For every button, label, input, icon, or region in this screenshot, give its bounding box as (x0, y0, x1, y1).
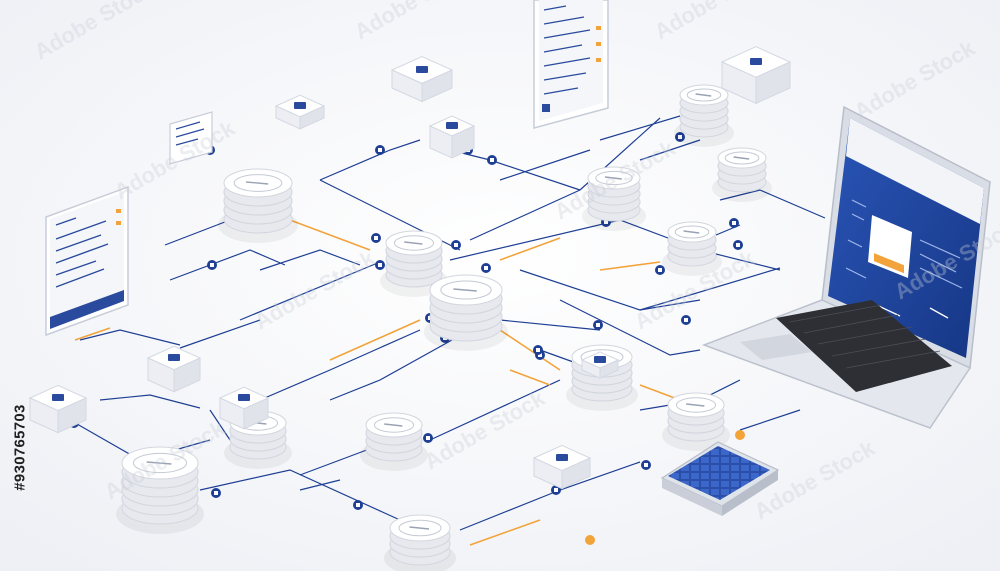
database-stack-icon (380, 230, 448, 297)
database-stack-icon (360, 412, 428, 471)
highlight-line (469, 519, 541, 546)
highlight-line (329, 319, 421, 361)
badge-glyph (596, 323, 600, 327)
link-line (79, 329, 181, 346)
badge-glyph (214, 491, 218, 495)
server-box-icon (390, 55, 454, 103)
badge-glyph (658, 268, 662, 272)
link-line (499, 149, 591, 181)
solar-panel-icon (660, 441, 780, 516)
link-line (639, 267, 781, 311)
database-stack-icon (116, 446, 204, 534)
link-line (164, 219, 231, 246)
link-line (99, 394, 201, 409)
badge-glyph (454, 243, 458, 247)
database-stack-icon (424, 274, 508, 351)
link-line (319, 139, 421, 181)
laptop-screen-panel (845, 199, 963, 319)
badge-glyph (644, 463, 648, 467)
link-line (179, 319, 261, 349)
badge-glyph (356, 503, 360, 507)
database-stack-icon (712, 147, 772, 202)
badge-glyph (732, 221, 736, 225)
badge-glyph (736, 243, 740, 247)
server-box-icon (274, 94, 326, 130)
link-line (469, 189, 581, 241)
server-box-icon (532, 444, 592, 490)
link-line (259, 249, 361, 271)
server-box-icon (28, 384, 88, 434)
database-stack-icon (582, 166, 646, 231)
database-stack-icon (662, 392, 730, 451)
server-box-icon (720, 46, 792, 105)
server-box-icon (218, 386, 270, 430)
highlight-line (599, 261, 661, 271)
database-stack-icon (674, 84, 734, 147)
server-boxes (28, 46, 792, 490)
badge-glyph (684, 318, 688, 322)
smartphone-top (533, 0, 609, 129)
link-line (559, 299, 701, 356)
database-stacks (116, 84, 772, 571)
badge-glyph (210, 263, 214, 267)
link-line (739, 409, 801, 431)
database-stack-icon (218, 168, 298, 243)
connector-badge (735, 430, 745, 440)
link-line (429, 379, 561, 441)
connector-badge (585, 535, 595, 545)
link-line (199, 469, 401, 521)
tablet-left-rows (55, 217, 109, 288)
badge-glyph (554, 488, 558, 492)
link-line (239, 261, 381, 321)
link-line (759, 189, 826, 219)
badge-glyph (678, 135, 682, 139)
link-line (329, 329, 471, 401)
laptop-keys (789, 304, 941, 369)
link-line (639, 139, 701, 161)
badge-glyph (536, 348, 540, 352)
server-box-icon (146, 345, 202, 393)
link-line (169, 249, 286, 281)
database-stack-icon (662, 221, 722, 276)
link-line (299, 479, 341, 491)
highlight-line (289, 219, 371, 251)
badge-glyph (484, 266, 488, 270)
badge-glyph (378, 263, 382, 267)
tablet-left (45, 185, 129, 337)
server-box-icon (580, 351, 620, 379)
highlight-line (499, 237, 561, 261)
laptop-icon (701, 105, 991, 429)
badge-glyph (378, 148, 382, 152)
stock-id-label: #930765703 (11, 404, 29, 491)
link-line (209, 409, 231, 441)
badge-glyph (490, 158, 494, 162)
highlight-line (499, 329, 561, 371)
database-stack-icon (384, 514, 456, 571)
link-line (499, 319, 601, 331)
highlight-line (509, 369, 551, 386)
server-box-icon (428, 115, 476, 159)
highlight-line (74, 327, 111, 341)
link-line (259, 329, 421, 401)
tablet-small (169, 111, 213, 165)
badge-glyph (538, 353, 542, 357)
badge-glyph (374, 236, 378, 240)
badge-glyph (426, 436, 430, 440)
link-line (719, 189, 761, 201)
badge-glyph (604, 220, 608, 224)
